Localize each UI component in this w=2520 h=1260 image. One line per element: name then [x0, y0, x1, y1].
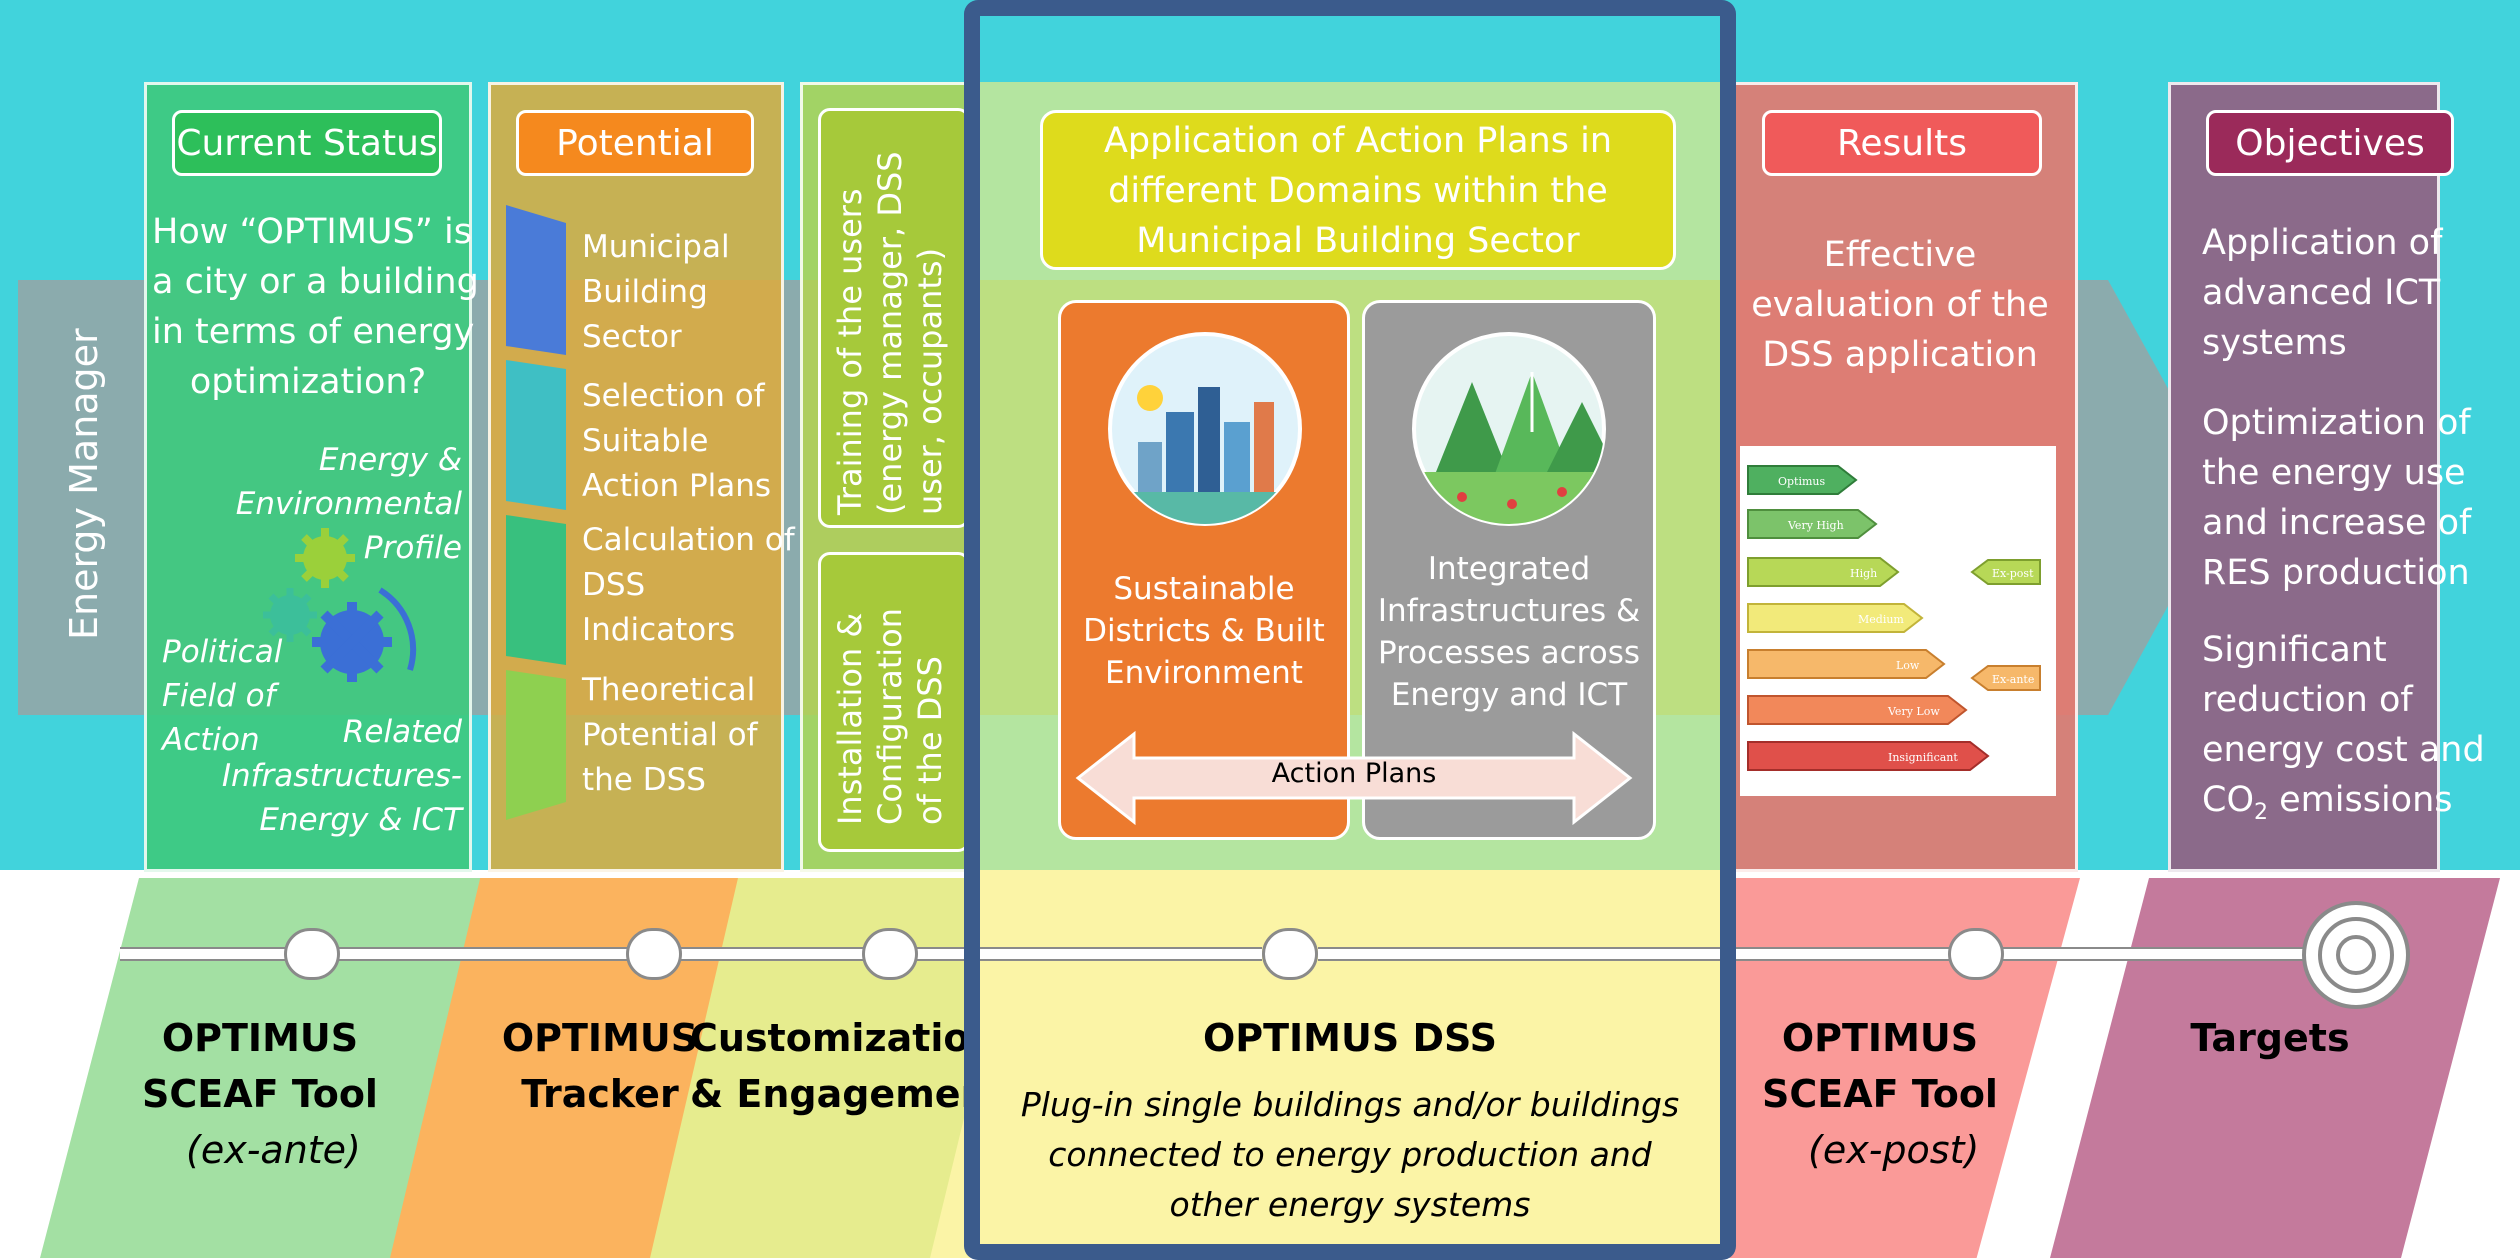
dss-title: OPTIMUS DSS	[1202, 1016, 1498, 1060]
potential-step-bar-4	[506, 670, 566, 820]
potential-header: Potential	[516, 110, 754, 176]
results-header: Results	[1762, 110, 2042, 176]
timeline-marker-3	[862, 928, 918, 980]
profile-label: Energy & Environmental Profile	[235, 442, 462, 566]
objectives-header: Objectives	[2206, 110, 2454, 176]
rating-optimus: Optimus	[1778, 475, 1826, 488]
potential-step-bar-3	[506, 515, 566, 665]
dss-timeline-line	[980, 947, 1262, 961]
current-status-header: Current Status	[172, 110, 442, 176]
potential-step-bar-1	[506, 205, 566, 355]
targets-label: Targets	[2190, 1016, 2350, 1060]
training-text: Training of the users(energy manager, DS…	[831, 151, 949, 515]
marker-ex-post: Ex-post	[1992, 567, 2034, 580]
related-label: Related Infrastructures- Energy & ICT	[221, 714, 462, 838]
dss-bottom-band	[980, 870, 1720, 1244]
rating-high: High	[1850, 567, 1877, 580]
installation-box	[818, 552, 970, 852]
dss-panel-top	[980, 16, 1720, 82]
timeline-marker-2	[626, 928, 682, 980]
action-plans-arrow	[1075, 730, 1633, 826]
green-city-icon	[1412, 332, 1606, 526]
band-targets	[2050, 878, 2500, 1258]
target-icon	[2302, 901, 2410, 1009]
city-skyline-icon	[1108, 332, 1302, 526]
current-status-question: How “OPTIMUS” is a city or a building in…	[152, 212, 479, 402]
rating-very-high: Very High	[1787, 519, 1844, 532]
gears-icon	[263, 528, 417, 682]
objectives-column	[2168, 82, 2440, 872]
rating-low: Low	[1896, 659, 1920, 672]
political-label: Political Field of Action	[162, 634, 283, 758]
training-box	[818, 108, 970, 528]
timeline-marker-5	[1948, 928, 2004, 980]
rating-scale: Optimus Very High High Medium Low Very L…	[1747, 465, 2041, 771]
rating-insignificant: Insignificant	[1888, 751, 1958, 764]
timeline-marker-1	[284, 928, 340, 980]
customization-label: Customization& Engagement	[690, 1016, 1006, 1116]
ex-ante-label: (ex-ante)	[186, 1128, 361, 1172]
dss-timeline-line-right	[1318, 947, 1720, 961]
ex-post-label: (ex-post)	[1808, 1128, 1980, 1172]
dss-header-box	[1040, 110, 1676, 270]
dss-description: Plug-in single buildings and/or building…	[1020, 1085, 1680, 1224]
rating-very-low: Very Low	[1887, 705, 1940, 718]
dss-timeline-marker	[1262, 928, 1318, 980]
rating-medium: Medium	[1858, 613, 1904, 626]
marker-ex-ante: Ex-ante	[1992, 673, 2034, 686]
action-plans-label: Action Plans	[1271, 758, 1437, 789]
side-label-energy-manager: Energy Manager	[62, 328, 106, 640]
current-status-column	[144, 82, 472, 872]
potential-step-bar-2	[506, 360, 566, 510]
